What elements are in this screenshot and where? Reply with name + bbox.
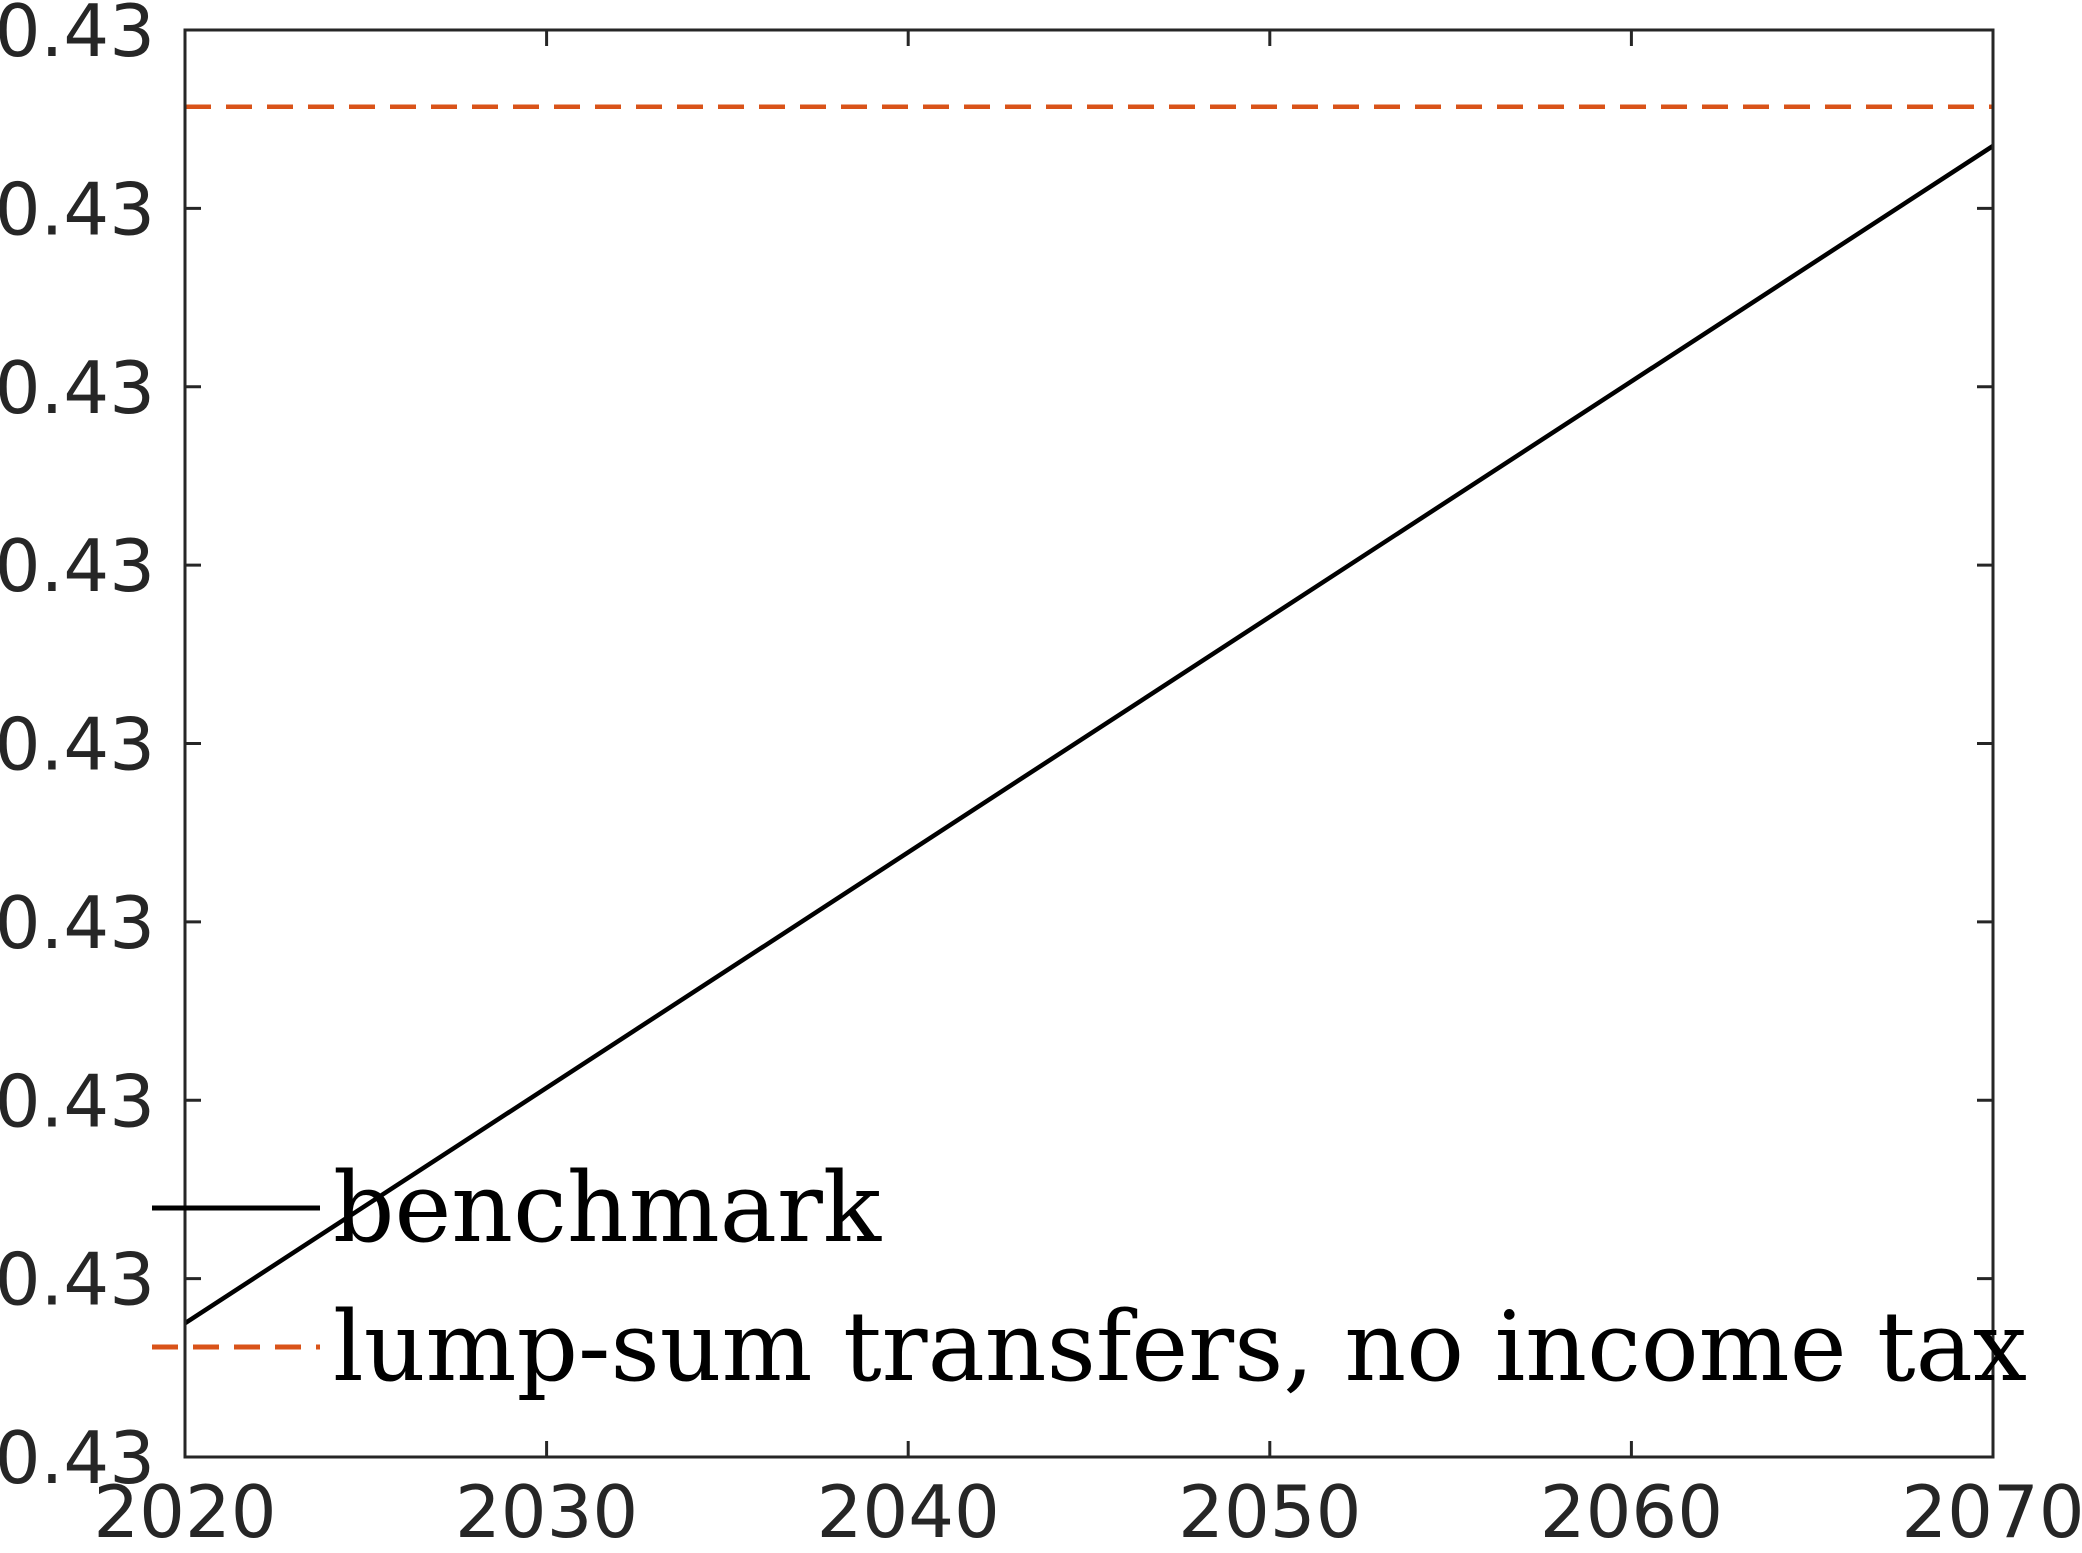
y-tick-label: 0.43 (0, 1059, 155, 1143)
y-tick-label: 0.43 (0, 1238, 155, 1322)
x-tick-label: 2040 (817, 1470, 1000, 1553)
legend-label-1: lump-sum transfers, no income tax (333, 1291, 2027, 1403)
y-tick-label: 0.43 (0, 524, 155, 608)
x-tick-label: 2060 (1540, 1470, 1723, 1553)
y-tick-label: 0.43 (0, 881, 155, 965)
legend: benchmark lump-sum transfers, no income t… (152, 1152, 2027, 1403)
y-tick-label: 0.43 (0, 167, 155, 251)
x-tick-label: 2050 (1178, 1470, 1361, 1553)
x-tick-label: 2030 (455, 1470, 638, 1553)
y-tick-label: 0.43 (0, 346, 155, 430)
y-tick-label: 0.43 (0, 1416, 155, 1500)
series-layer (183, 104, 1995, 1326)
y-tick-label: 0.43 (0, 703, 155, 787)
legend-label-0: benchmark (333, 1152, 882, 1264)
x-axis-tick-labels: 2020 2030 2040 2050 2060 2070 (93, 1470, 2082, 1553)
plot-frame (183, 28, 1995, 1459)
x-tick-label: 2070 (1901, 1470, 2082, 1553)
y-tick-label: 0.43 (0, 0, 155, 73)
series-line-0 (183, 144, 1995, 1326)
y-axis-tick-labels: 0.43 0.43 0.43 0.43 0.43 0.43 0.43 0.43 0.43 (0, 0, 155, 1500)
plot-area (185, 30, 1993, 1457)
x-tick-label: 2020 (93, 1470, 276, 1553)
